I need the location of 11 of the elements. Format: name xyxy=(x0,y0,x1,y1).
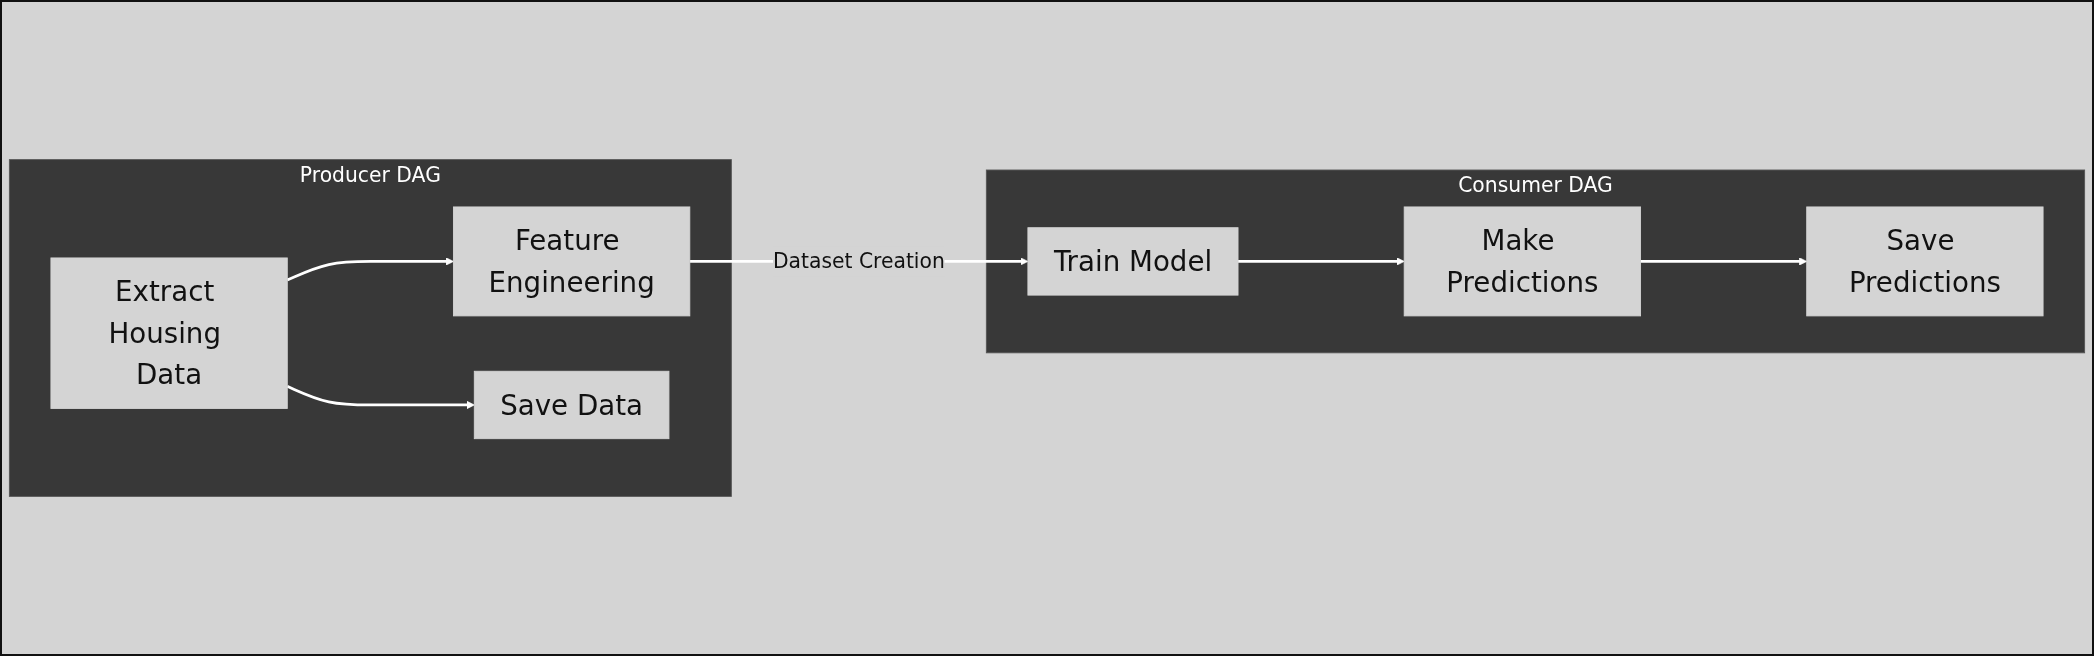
node-box: Make Predictions xyxy=(1403,206,1641,317)
node-box: Feature Engineering xyxy=(453,206,691,317)
node-box: Save Data xyxy=(473,370,670,440)
arrow xyxy=(1640,257,1808,266)
arrow xyxy=(286,385,475,410)
node-box: Save Predictions xyxy=(1806,206,2044,317)
node-box: Extract Housing Data xyxy=(50,257,288,409)
arrow xyxy=(1238,257,1405,266)
edge-label: Dataset Creation xyxy=(772,249,945,273)
node-box: Train Model xyxy=(1027,227,1239,296)
arrow xyxy=(286,257,454,282)
